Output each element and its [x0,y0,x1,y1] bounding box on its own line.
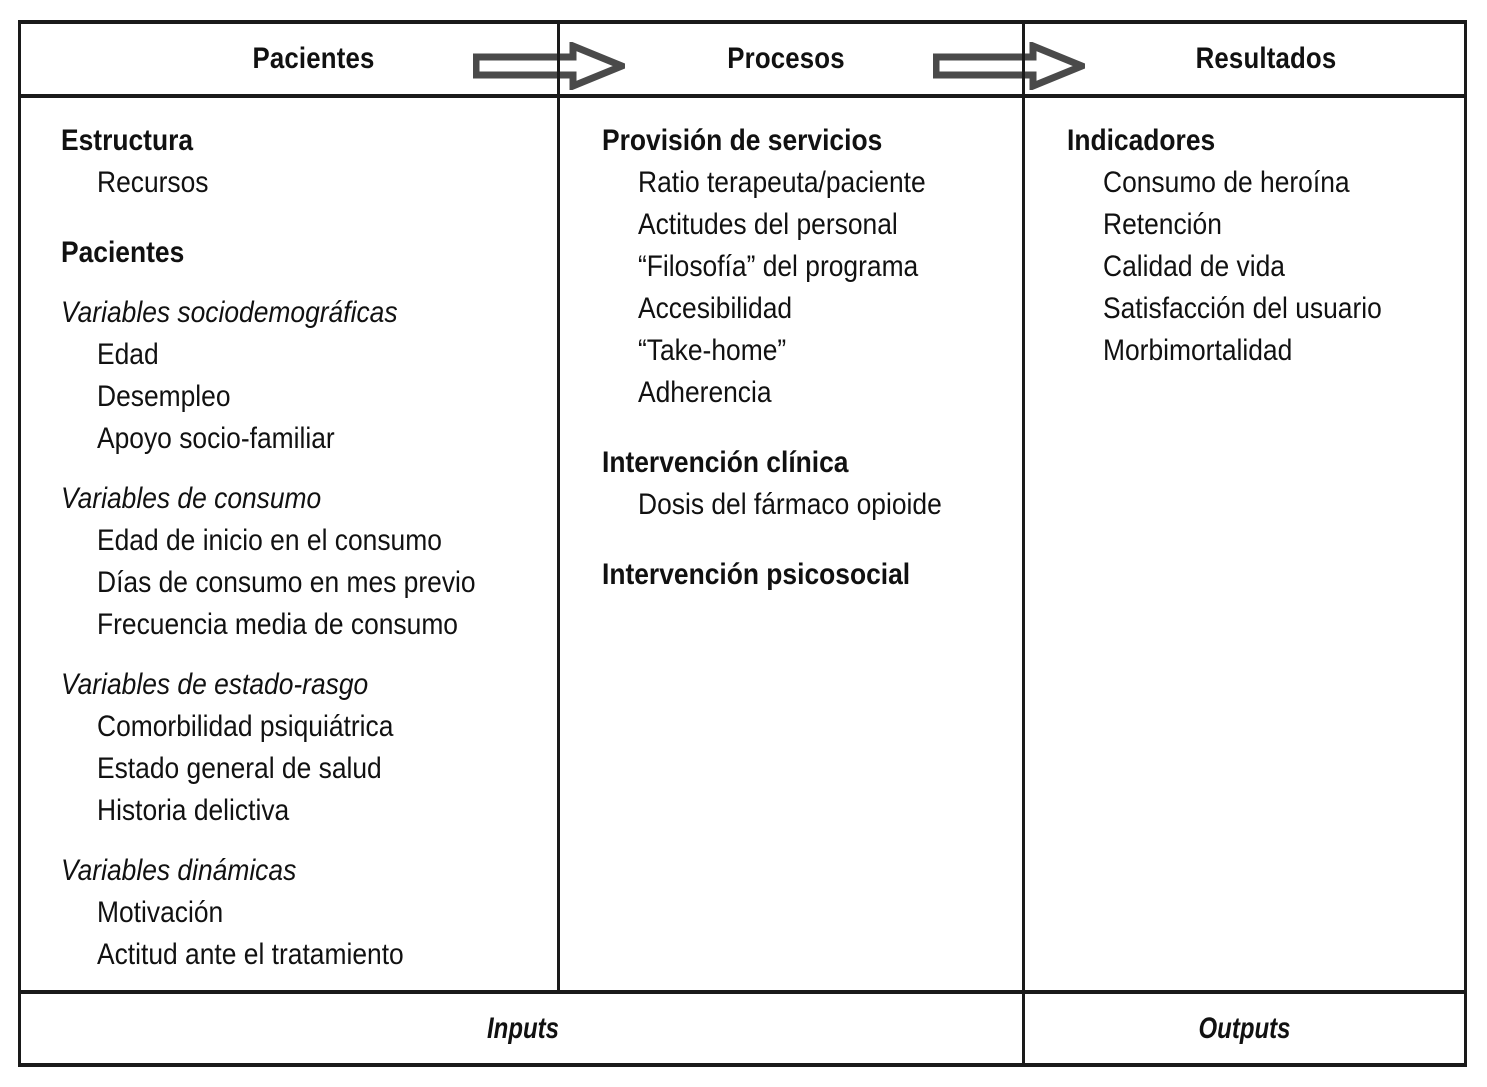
column-resultados: Indicadores Consumo de heroína Retención… [1025,98,1464,990]
spacer [21,832,557,850]
group-indicadores: Indicadores Consumo de heroína Retención… [1025,120,1464,372]
list-item: “Filosofía” del programa [638,250,919,283]
footer-label-outputs: Outputs [1198,1012,1291,1045]
group-heading: Provisión de servicios [602,124,883,157]
list-item: Comorbilidad psiquiátrica [97,710,394,743]
column-pacientes: Estructura Recursos Pacientes Variables … [21,98,557,990]
spacer [21,460,557,478]
column-divider-2 [1022,24,1025,1064]
list-item: Calidad de vida [1103,250,1285,283]
spacer [21,274,557,292]
list-item: Historia delictiva [97,794,290,827]
list-item: Accesibilidad [638,292,793,325]
list-item: Adherencia [638,376,772,409]
list-item: Consumo de heroína [1103,166,1350,199]
footer-label-inputs: Inputs [487,1012,559,1045]
group-provision-de-servicios: Provisión de servicios Ratio terapeuta/p… [560,120,1022,414]
list-item: Satisfacción del usuario [1103,292,1382,325]
group-heading: Estructura [61,124,194,157]
list-item: Días de consumo en mes previo [97,566,476,599]
column-header-pacientes: Pacientes [252,42,375,75]
subgroup-heading: Variables dinámicas [61,854,297,887]
list-item: Estado general de salud [97,752,382,785]
list-item: Edad [97,338,159,371]
arrow-right-icon-pacientes-to-procesos [472,40,632,92]
column-header-resultados: Resultados [1195,42,1337,75]
table-footer-row: Inputs Outputs [21,990,1464,1063]
group-heading: Indicadores [1067,124,1216,157]
list-item: Edad de inicio en el consumo [97,524,442,557]
list-item: Ratio terapeuta/paciente [638,166,926,199]
subgroup-heading: Variables sociodemográficas [61,296,398,329]
subgroup-heading: Variables de estado-rasgo [61,668,369,701]
list-item: Desempleo [97,380,231,413]
list-item: Actitudes del personal [638,208,898,241]
group-intervencion-psicosocial: Intervención psicosocial [560,554,1022,596]
table-body-row: Estructura Recursos Pacientes Variables … [21,98,1464,990]
column-divider-1 [557,24,560,990]
group-pacientes: Pacientes Variables sociodemográficas Ed… [21,232,557,976]
list-item: Actitud ante el tratamiento [97,938,404,971]
subgroup-variables-dinamicas: Variables dinámicas Motivación Actitud a… [21,850,557,976]
subgroup-variables-de-estado-rasgo: Variables de estado-rasgo Comorbilidad p… [21,664,557,832]
group-heading: Pacientes [61,236,185,269]
group-intervencion-clinica: Intervención clínica Dosis del fármaco o… [560,442,1022,526]
list-item: Frecuencia media de consumo [97,608,458,641]
column-header-procesos: Procesos [727,42,845,75]
list-item: Recursos [97,166,209,199]
spacer [21,646,557,664]
arrow-right-icon-procesos-to-resultados [932,40,1092,92]
group-heading: Intervención clínica [602,446,849,479]
table-header-row: Pacientes Procesos Resultados [21,24,1464,98]
list-item: “Take-home” [638,334,787,367]
group-heading: Intervención psicosocial [602,558,911,591]
subgroup-variables-de-consumo: Variables de consumo Edad de inicio en e… [21,478,557,646]
list-item: Motivación [97,896,224,929]
list-item: Apoyo socio-familiar [97,422,335,455]
list-item: Morbimortalidad [1103,334,1293,367]
list-item: Retención [1103,208,1222,241]
column-procesos: Provisión de servicios Ratio terapeuta/p… [560,98,1022,990]
process-outcome-framework-table: Pacientes Procesos Resultados Estructura… [18,20,1467,1067]
subgroup-heading: Variables de consumo [61,482,322,515]
subgroup-variables-sociodemograficas: Variables sociodemográficas Edad Desempl… [21,292,557,460]
group-estructura: Estructura Recursos [21,120,557,204]
list-item: Dosis del fármaco opioide [638,488,942,521]
